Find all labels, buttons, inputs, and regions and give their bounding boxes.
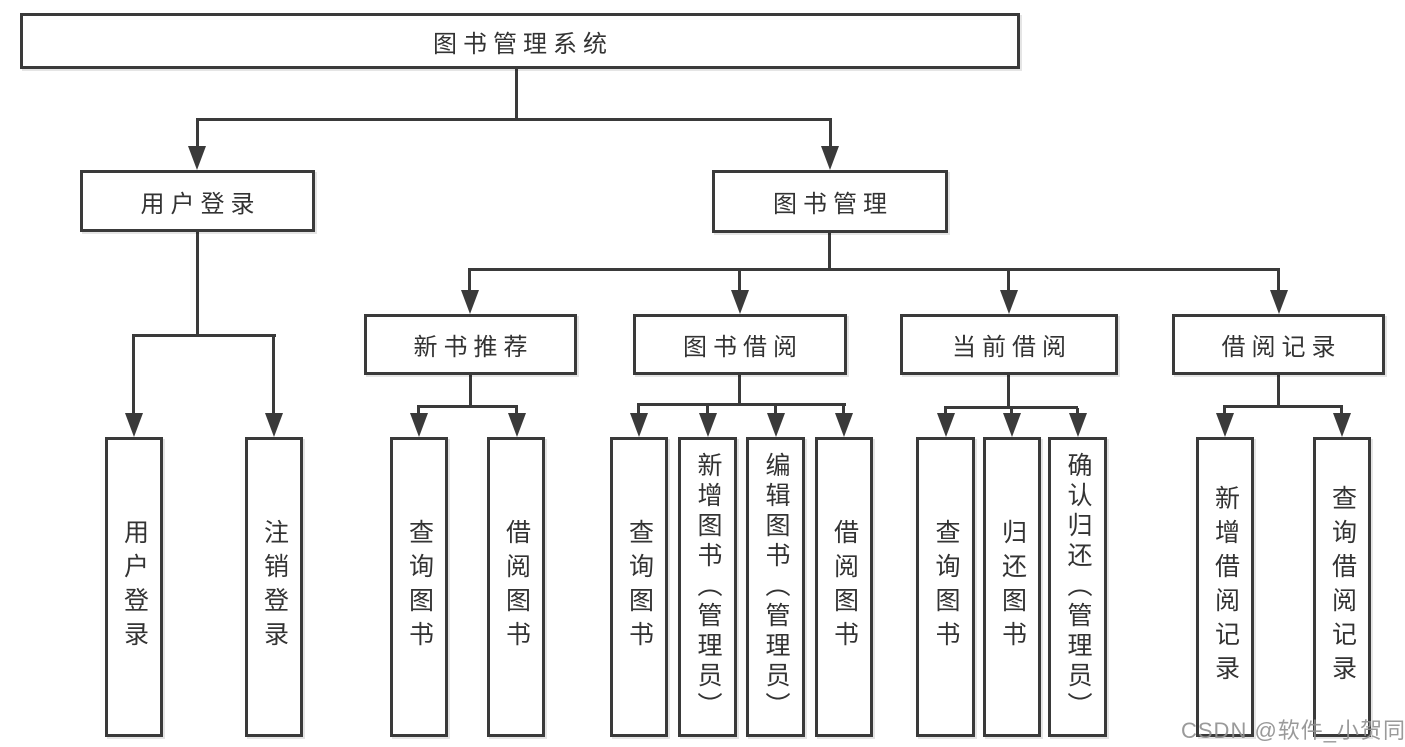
arrowhead-down-icon bbox=[1333, 413, 1351, 437]
connector-line bbox=[944, 408, 947, 415]
leaf-label: 借阅图书 bbox=[502, 519, 531, 655]
section-box-new-book-recommend: 新书推荐 bbox=[364, 314, 577, 375]
connector-line bbox=[417, 407, 420, 415]
leaf-box-borrow-book: 借阅图书 bbox=[487, 437, 545, 737]
connector-line bbox=[637, 403, 846, 406]
leaf-label: 编辑图书（管理员） bbox=[762, 452, 790, 722]
branch-box-user-login: 用户登录 bbox=[80, 170, 315, 232]
leaf-box-borrow-book: 借阅图书 bbox=[815, 437, 873, 737]
connector-line bbox=[1223, 405, 1343, 408]
connector-line bbox=[829, 120, 832, 148]
connector-line bbox=[132, 336, 135, 414]
watermark-text: CSDN @软件_小贺同学 bbox=[1181, 718, 1405, 743]
arrowhead-down-icon bbox=[767, 413, 785, 437]
connector-line bbox=[196, 232, 199, 336]
arrowhead-down-icon bbox=[1003, 413, 1021, 437]
leaf-box-edit-book-admin: 编辑图书（管理员） bbox=[746, 437, 805, 737]
arrowhead-down-icon bbox=[508, 413, 526, 437]
leaf-label: 新增图书（管理员） bbox=[694, 452, 722, 722]
leaf-label: 查询借阅记录 bbox=[1328, 485, 1357, 689]
branch-label: 图书管理 bbox=[773, 191, 893, 218]
arrowhead-down-icon bbox=[188, 146, 206, 170]
section-label: 图书借阅 bbox=[683, 334, 803, 361]
leaf-label: 查询图书 bbox=[932, 519, 960, 655]
arrowhead-down-icon bbox=[1216, 413, 1234, 437]
root-box: 图书管理系统 bbox=[20, 13, 1020, 69]
connector-line bbox=[1007, 270, 1010, 292]
connector-line bbox=[637, 405, 640, 415]
leaf-box-query-book: 查询图书 bbox=[390, 437, 448, 737]
section-label: 当前借阅 bbox=[952, 334, 1072, 361]
connector-line bbox=[515, 407, 518, 415]
connector-line bbox=[1223, 407, 1226, 415]
connector-line bbox=[468, 270, 471, 292]
section-label: 新书推荐 bbox=[413, 334, 534, 361]
branch-label: 用户登录 bbox=[140, 190, 261, 218]
leaf-label: 用户登录 bbox=[120, 519, 149, 655]
connector-line bbox=[842, 405, 845, 415]
connector-line bbox=[469, 375, 472, 408]
leaf-box-return-book: 归还图书 bbox=[983, 437, 1041, 737]
arrowhead-down-icon bbox=[937, 413, 955, 437]
connector-line bbox=[1277, 375, 1280, 408]
leaf-label: 借阅图书 bbox=[830, 519, 859, 655]
section-box-current-borrow: 当前借阅 bbox=[900, 314, 1118, 375]
arrowhead-down-icon bbox=[461, 290, 479, 314]
connector-line bbox=[1076, 408, 1079, 415]
connector-line bbox=[738, 270, 741, 292]
leaf-label: 归还图书 bbox=[998, 519, 1027, 655]
branch-box-book-management: 图书管理 bbox=[712, 170, 948, 233]
section-box-book-borrow: 图书借阅 bbox=[633, 314, 847, 375]
connector-line bbox=[828, 233, 831, 270]
leaf-label: 查询图书 bbox=[625, 519, 654, 655]
arrowhead-down-icon bbox=[699, 413, 717, 437]
connector-line bbox=[1340, 407, 1343, 415]
leaf-box-query-borrow-record: 查询借阅记录 bbox=[1313, 437, 1371, 737]
arrowhead-down-icon bbox=[630, 413, 648, 437]
leaf-box-add-borrow-record: 新增借阅记录 bbox=[1196, 437, 1254, 737]
arrowhead-down-icon bbox=[1069, 413, 1087, 437]
connector-line bbox=[417, 405, 518, 408]
arrowhead-down-icon bbox=[731, 290, 749, 314]
connector-line bbox=[1010, 408, 1013, 415]
arrowhead-down-icon bbox=[835, 413, 853, 437]
connector-line bbox=[196, 118, 832, 121]
connector-line bbox=[1007, 375, 1010, 408]
connector-line bbox=[132, 334, 276, 337]
leaf-box-query-book: 查询图书 bbox=[916, 437, 975, 737]
arrowhead-down-icon bbox=[1000, 290, 1018, 314]
arrowhead-down-icon bbox=[125, 413, 143, 437]
connector-line bbox=[706, 405, 709, 415]
leaf-box-user-login: 用户登录 bbox=[105, 437, 163, 737]
leaf-box-add-book-admin: 新增图书（管理员） bbox=[678, 437, 737, 737]
leaf-label: 查询图书 bbox=[405, 519, 434, 655]
leaf-label: 注销登录 bbox=[260, 519, 289, 655]
connector-line bbox=[774, 405, 777, 415]
connector-line bbox=[468, 268, 1280, 271]
root-label: 图书管理系统 bbox=[433, 30, 613, 58]
leaf-box-confirm-return-admin: 确认归还（管理员） bbox=[1048, 437, 1107, 737]
leaf-box-query-book: 查询图书 bbox=[610, 437, 668, 737]
arrowhead-down-icon bbox=[265, 413, 283, 437]
connector-line bbox=[515, 69, 518, 120]
leaf-label: 确认归还（管理员） bbox=[1064, 452, 1092, 722]
connector-line bbox=[272, 336, 275, 414]
connector-line bbox=[944, 406, 1078, 409]
section-label: 借阅记录 bbox=[1221, 334, 1342, 361]
arrowhead-down-icon bbox=[1270, 290, 1288, 314]
leaf-box-logout: 注销登录 bbox=[245, 437, 303, 737]
leaf-label: 新增借阅记录 bbox=[1211, 485, 1240, 689]
connector-line bbox=[196, 120, 199, 148]
arrowhead-down-icon bbox=[821, 146, 839, 170]
section-box-borrow-record: 借阅记录 bbox=[1172, 314, 1385, 375]
arrowhead-down-icon bbox=[410, 413, 428, 437]
connector-line bbox=[1277, 270, 1280, 292]
connector-line bbox=[738, 375, 741, 406]
